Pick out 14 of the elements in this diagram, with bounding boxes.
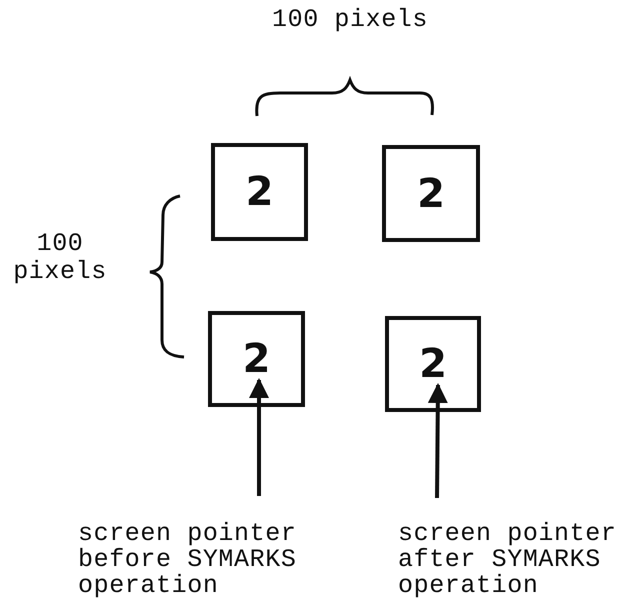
digit-box [385, 316, 481, 412]
digit-box [208, 311, 305, 407]
digit-label: 2 [242, 339, 270, 379]
digit-label: 2 [246, 172, 274, 212]
pointer-caption: screen pointer before SYMARKS operation [78, 521, 318, 599]
digit-box [382, 145, 480, 242]
digit-label: 2 [419, 344, 447, 384]
digit-label: 2 [417, 174, 445, 214]
pointer-caption: screen pointer after SYMARKS operation [398, 521, 623, 599]
arrow [249, 378, 269, 496]
dimension-label: 100 pixels [270, 6, 430, 34]
digit-box [211, 143, 308, 241]
dimension-label: 100 pixels [12, 230, 108, 286]
arrow [428, 383, 448, 498]
